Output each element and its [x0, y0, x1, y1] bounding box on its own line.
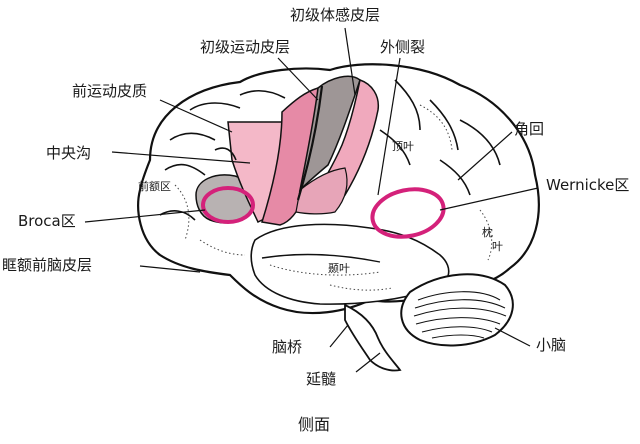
temporal-sulcus [261, 253, 381, 263]
label-angular-gyrus: 角回 [514, 120, 544, 138]
leader-lines [84, 27, 539, 373]
label-parietal: 顶叶 [392, 140, 414, 153]
cerebellum-folia [413, 291, 507, 339]
wernicke-ring [370, 187, 446, 239]
broca-ring [201, 186, 255, 224]
label-orbitofrontal: 眶额前脑皮层 [2, 256, 92, 274]
label-primary-motor: 初级运动皮层 [200, 38, 290, 56]
cerebellum-shape [400, 273, 514, 347]
brainstem [344, 303, 402, 372]
label-broca: Broca区 [18, 212, 76, 230]
label-primary-somatosensory: 初级体感皮层 [290, 6, 380, 24]
label-temporal: 颞叶 [328, 262, 350, 275]
label-medulla: 延髓 [306, 370, 336, 388]
label-prefrontal: 前额区 [138, 179, 171, 193]
label-cerebellum: 小脑 [536, 336, 566, 354]
label-occipital-2: 叶 [492, 240, 503, 253]
label-occipital-1: 枕 [482, 225, 493, 239]
parietal-sulci [379, 79, 501, 196]
caption-lateral-view: 侧面 [298, 415, 330, 434]
label-lateral-sulcus: 外侧裂 [380, 38, 425, 56]
dotted-sulci [174, 104, 493, 291]
label-premotor: 前运动皮质 [72, 82, 147, 100]
frontal-sulci [159, 89, 286, 221]
central-sulcus-line [296, 85, 324, 201]
somatosensory-lower [295, 167, 348, 215]
label-central-sulcus: 中央沟 [46, 144, 91, 162]
label-pons: 脑桥 [272, 338, 302, 356]
label-wernicke: Wernicke区 [546, 176, 629, 194]
somatosensory-gray [298, 75, 361, 193]
